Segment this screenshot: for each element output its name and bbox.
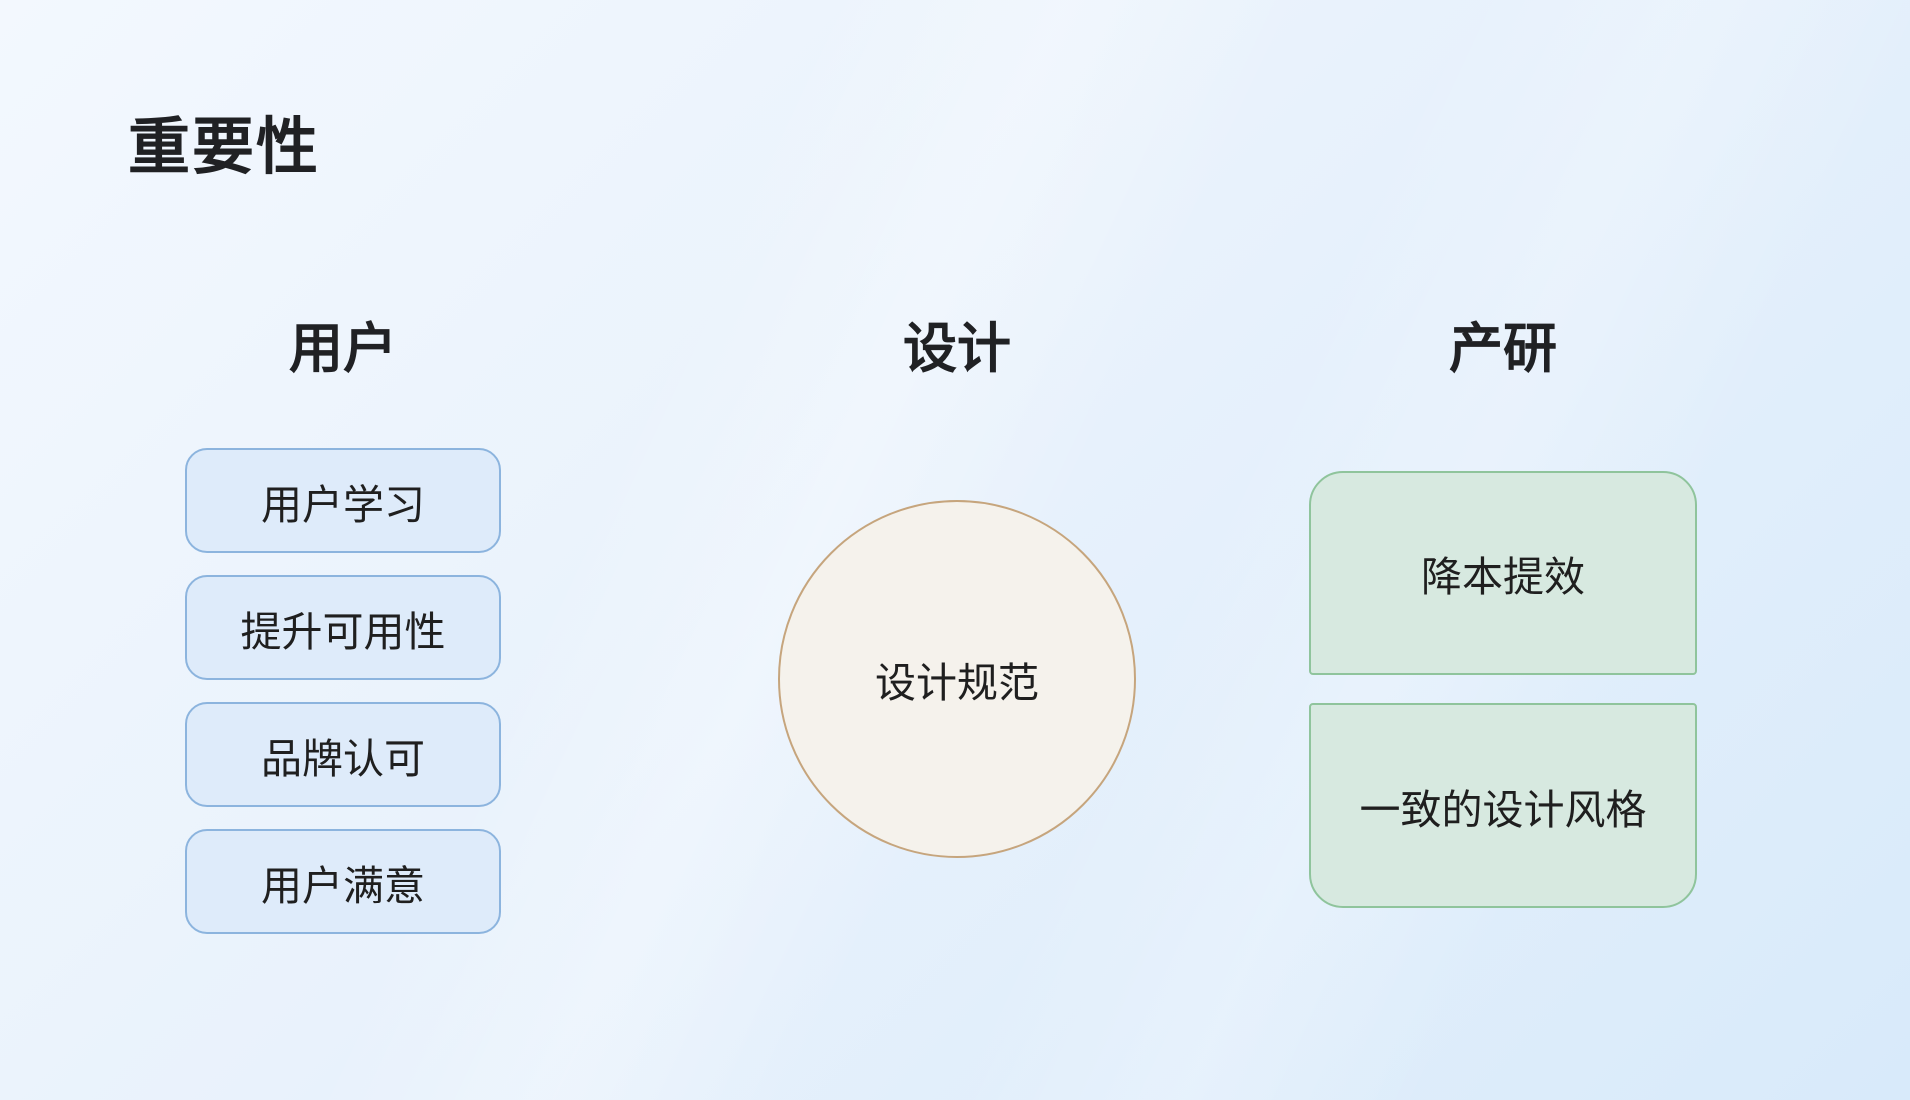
user-node-satisfaction[interactable]: 用户满意 [185,829,501,934]
prod-node-consistent-style[interactable]: 一致的设计风格 [1309,703,1697,908]
node-label: 一致的设计风格 [1359,786,1647,833]
node-label: 设计规范 [875,660,1039,706]
node-label: 用户学习 [261,481,425,528]
column-header-design: 设计 [903,319,1011,379]
node-label: 用户满意 [261,862,425,909]
design-spec-circle[interactable]: 设计规范 [778,500,1136,858]
node-label: 提升可用性 [240,608,446,655]
column-header-product-rnd: 产研 [1449,319,1557,379]
user-node-brand[interactable]: 品牌认可 [185,702,501,807]
column-header-user: 用户 [289,319,397,379]
page-title: 重要性 [128,113,321,182]
user-node-usability[interactable]: 提升可用性 [185,575,501,680]
user-node-learning[interactable]: 用户学习 [185,448,501,553]
node-label: 降本提效 [1421,554,1585,600]
prod-node-efficiency[interactable]: 降本提效 [1309,471,1697,675]
node-label: 品牌认可 [261,735,425,782]
